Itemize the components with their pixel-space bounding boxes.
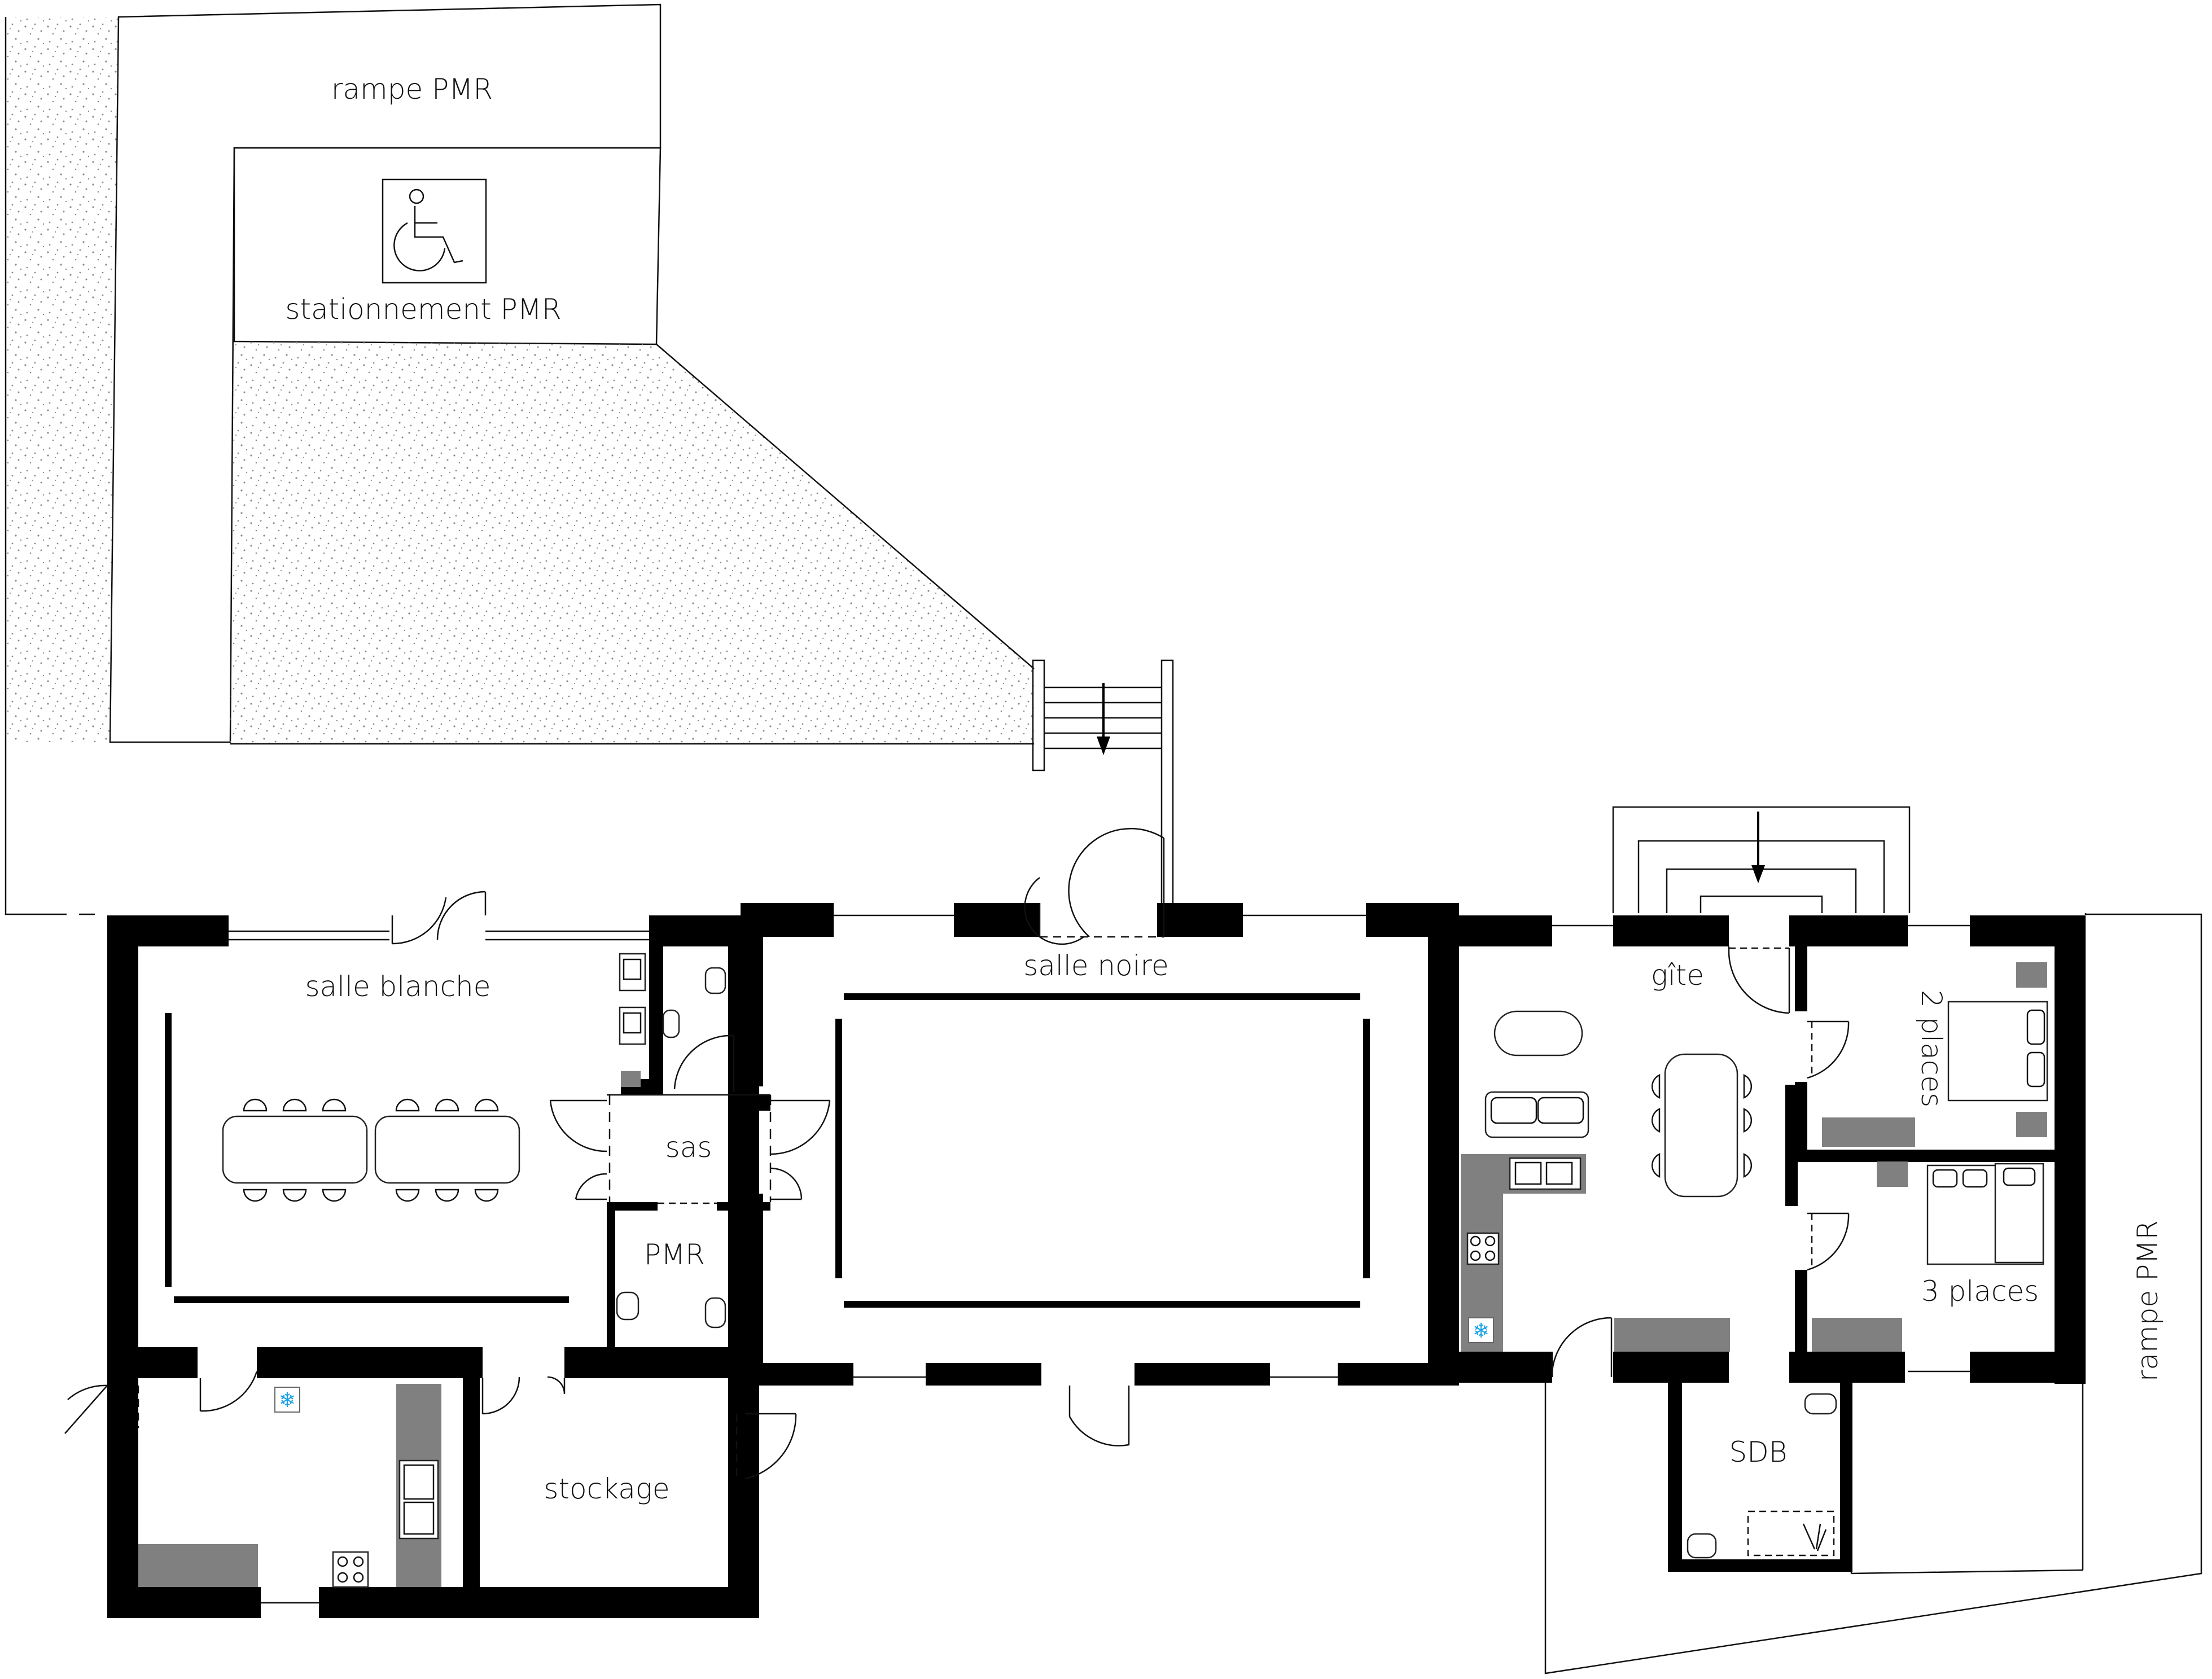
svg-text:❄: ❄ [279, 1389, 296, 1412]
sdb: SDB [1687, 1393, 1837, 1559]
salle-blanche-label: salle blanche [305, 970, 490, 1003]
wheelchair-icon [382, 178, 487, 284]
building-walls [107, 903, 2086, 1618]
pmr-label: PMR [644, 1238, 705, 1271]
arrow-down-icon [1751, 812, 1765, 883]
salle-blanche: salle blanche [165, 891, 646, 1303]
stockage-room: stockage [544, 1413, 797, 1505]
parking-label: stationnement PMR [285, 293, 561, 326]
two-places-label: 2 places [1915, 990, 1948, 1107]
arrow-down-icon [1097, 683, 1110, 755]
stockage-label: stockage [544, 1472, 669, 1505]
exterior-stairs [1032, 659, 1174, 905]
gite: gîte ❄ [1461, 946, 1790, 1377]
wc-upper [662, 967, 735, 1092]
ramp-right: rampe PMR [1544, 913, 2202, 1674]
sas-label: sas [665, 1131, 712, 1164]
gravel-strip-left [6, 17, 119, 742]
outdoor-area: rampe PMR stationnement PMR [5, 3, 1035, 915]
snowflake-icon: ❄ [1468, 1317, 1494, 1343]
salle-noire: salle noire [835, 827, 1370, 1446]
bedroom-2-places: 2 places [1807, 962, 2048, 1147]
kitchen-block: ❄ [64, 1371, 566, 1604]
three-places-label: 3 places [1921, 1275, 2039, 1308]
sas: sas [549, 1094, 831, 1204]
bedroom-3-places: 3 places [1807, 1161, 2044, 1352]
salle-noire-label: salle noire [1023, 949, 1169, 982]
sdb-label: SDB [1729, 1436, 1788, 1468]
ramp-label-top: rampe PMR [331, 73, 493, 106]
pmr-wc: PMR [616, 1238, 726, 1329]
snowflake-icon: ❄ [274, 1387, 300, 1413]
gite-label: gîte [1651, 959, 1704, 992]
svg-text:❄: ❄ [1473, 1319, 1490, 1343]
gite-entrance-steps [1612, 806, 1911, 913]
ramp-label-right: rampe PMR [2131, 1220, 2164, 1382]
gravel-area-main [230, 341, 1034, 744]
